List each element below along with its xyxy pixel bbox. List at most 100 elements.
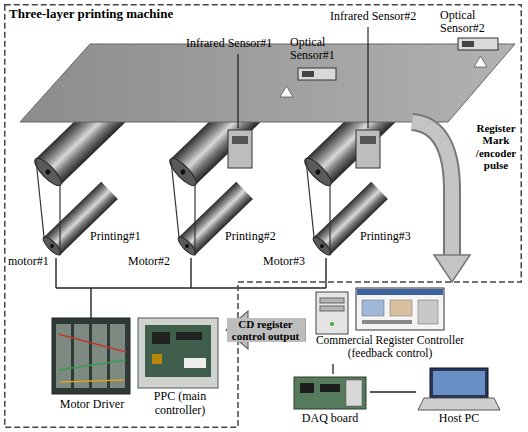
motor-roller bbox=[41, 182, 118, 258]
sensor-window bbox=[232, 136, 248, 144]
ppc-box: PPC (main controller) bbox=[134, 316, 226, 420]
widget bbox=[390, 300, 412, 316]
sensor-body bbox=[356, 130, 380, 168]
title-bar bbox=[357, 289, 443, 295]
driver-module bbox=[74, 324, 89, 388]
power-light bbox=[330, 322, 334, 326]
cabinet bbox=[52, 318, 130, 394]
circuit-board bbox=[145, 325, 211, 377]
wire bbox=[56, 287, 326, 288]
paper-web bbox=[20, 44, 515, 122]
part-label: Printing#1 bbox=[90, 230, 141, 243]
leader-line bbox=[368, 27, 369, 128]
part-label: Motor#2 bbox=[128, 255, 170, 268]
infrared-sensor bbox=[228, 130, 252, 168]
belt bbox=[171, 160, 179, 237]
arrow-body bbox=[412, 122, 452, 255]
shaft bbox=[179, 168, 186, 175]
ppc-picture bbox=[138, 318, 218, 388]
driver-module bbox=[110, 324, 125, 388]
shaft bbox=[184, 243, 190, 249]
connector bbox=[412, 122, 470, 282]
belt bbox=[306, 160, 314, 237]
widget bbox=[362, 320, 412, 324]
controller-screen bbox=[356, 288, 444, 330]
arrow-label: CD register control output bbox=[227, 318, 305, 343]
part-label: Optical Sensor#1 bbox=[290, 36, 346, 63]
host-pc-box: Host PC bbox=[416, 366, 502, 428]
belt bbox=[36, 160, 44, 237]
laptop-picture bbox=[418, 368, 500, 410]
part-label: Optical Sensor#2 bbox=[440, 9, 498, 36]
belt bbox=[329, 185, 330, 255]
connector bbox=[370, 392, 416, 393]
chip bbox=[300, 383, 314, 393]
shaft bbox=[44, 168, 51, 175]
motor-roller bbox=[176, 182, 253, 258]
part-label: Infrared Sensor#2 bbox=[330, 10, 416, 23]
shaft bbox=[49, 243, 55, 249]
sensor-window bbox=[360, 136, 376, 144]
screen bbox=[356, 288, 444, 330]
cable bbox=[60, 380, 124, 382]
leader-line bbox=[238, 54, 239, 128]
cable bbox=[58, 360, 126, 370]
photo-caption: Motor Driver bbox=[50, 398, 134, 412]
sensor-body bbox=[458, 38, 498, 50]
register-mark bbox=[280, 86, 293, 97]
belt bbox=[59, 185, 60, 255]
register-controller-box: Commercial Register Controller (feedback… bbox=[305, 282, 475, 364]
arrow-outline bbox=[412, 122, 452, 255]
daq-board-box: DAQ board bbox=[290, 374, 370, 428]
sensor-body bbox=[298, 68, 336, 80]
arrow-head bbox=[434, 255, 470, 282]
laptop-base bbox=[418, 398, 500, 410]
optical-sensor bbox=[298, 68, 336, 80]
enclosure bbox=[138, 318, 218, 388]
photo-caption: PPC (main controller) bbox=[134, 390, 226, 418]
computer-icon bbox=[316, 292, 348, 334]
motor-driver-box: Motor Driver bbox=[50, 316, 134, 416]
belt bbox=[194, 185, 195, 255]
chip bbox=[152, 332, 170, 344]
drive-bay bbox=[320, 306, 344, 311]
laptop-display bbox=[433, 371, 485, 395]
motor-roller bbox=[311, 182, 388, 258]
wire bbox=[90, 288, 91, 318]
photo-caption: Host PC bbox=[416, 412, 502, 426]
widget bbox=[418, 300, 438, 324]
machine-region: Three-layer printing machineMotor Driver… bbox=[4, 4, 522, 428]
infrared-sensor bbox=[356, 130, 380, 168]
connector bbox=[184, 358, 206, 368]
chip bbox=[176, 332, 202, 340]
sensor-body bbox=[228, 130, 252, 168]
region-outline bbox=[4, 4, 522, 428]
component bbox=[152, 354, 162, 364]
cable-line bbox=[332, 364, 333, 374]
shaft bbox=[314, 168, 321, 175]
board bbox=[294, 377, 366, 409]
part-label: Motor#3 bbox=[263, 255, 305, 268]
sensor-window bbox=[462, 41, 474, 47]
shaft bbox=[319, 243, 325, 249]
optical-sensor bbox=[458, 38, 498, 50]
part-label: Printing#2 bbox=[225, 230, 276, 243]
controller-caption: Commercial Register Controller (feedback… bbox=[305, 334, 475, 360]
part-label: Infrared Sensor#1 bbox=[186, 37, 272, 50]
wire bbox=[55, 258, 56, 288]
dashed-boundary bbox=[5, 5, 522, 428]
cable bbox=[58, 334, 126, 352]
drive-belts bbox=[36, 160, 330, 255]
widget bbox=[362, 300, 384, 316]
drive-bay bbox=[320, 298, 344, 303]
driver-module bbox=[92, 324, 107, 388]
daq-board-picture bbox=[294, 377, 366, 409]
wire bbox=[325, 258, 326, 288]
arrow-label: Register Mark /encoder pulse bbox=[470, 122, 522, 171]
sensor-window bbox=[302, 71, 314, 77]
laptop-screen bbox=[430, 368, 488, 398]
part-label: Printing#3 bbox=[360, 230, 411, 243]
